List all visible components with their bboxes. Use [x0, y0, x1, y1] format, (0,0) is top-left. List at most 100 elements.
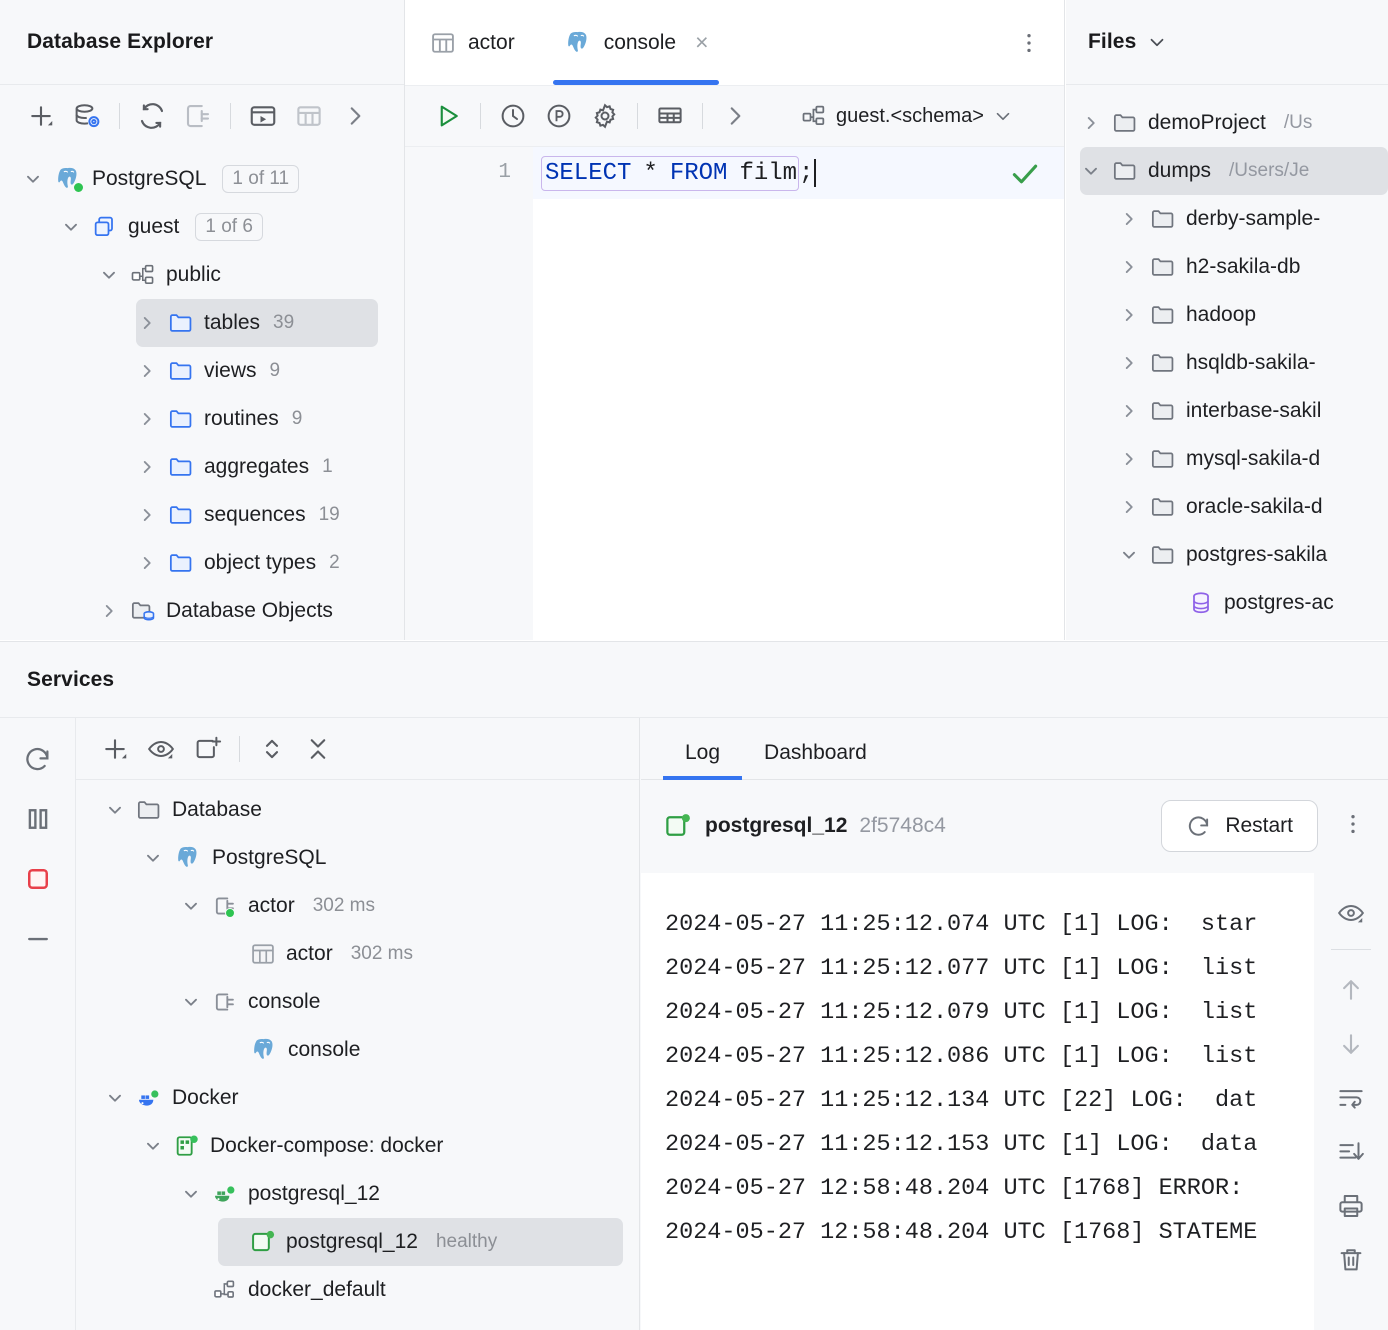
service-tree-row[interactable]: PostgreSQL: [142, 834, 623, 882]
file-tree-row[interactable]: mysql-sakila-d: [1118, 435, 1388, 483]
data-editor-button[interactable]: [647, 93, 693, 139]
restart-button[interactable]: Restart: [1161, 800, 1318, 852]
add-service-button[interactable]: [92, 726, 138, 772]
db-tree-row[interactable]: public: [98, 251, 378, 299]
file-tree-row[interactable]: dumps/Users/Je: [1080, 147, 1388, 195]
chevron-down-icon[interactable]: [98, 264, 120, 286]
chevron-down-icon[interactable]: [1146, 31, 1168, 53]
printer-icon[interactable]: [1327, 1182, 1375, 1230]
service-tree-row[interactable]: postgresql_12: [180, 1170, 623, 1218]
file-tree-row[interactable]: h2-sakila-db: [1118, 243, 1388, 291]
file-tree-row[interactable]: hsqldb-sakila-: [1118, 339, 1388, 387]
file-tree-row[interactable]: interbase-sakil: [1118, 387, 1388, 435]
scroll-down-button[interactable]: [1327, 1020, 1375, 1068]
chevron-down-icon[interactable]: [1080, 160, 1102, 182]
chevron-down-icon[interactable]: [180, 1183, 202, 1205]
file-tree-row[interactable]: derby-sample-: [1118, 195, 1388, 243]
service-tree-row[interactable]: Docker-compose: docker: [142, 1122, 623, 1170]
db-tree-row[interactable]: Database Objects: [98, 587, 378, 635]
minimize-button[interactable]: [15, 916, 61, 962]
jump-to-table-button[interactable]: [286, 93, 332, 139]
collapse-all-button[interactable]: [295, 726, 341, 772]
scroll-to-end-button[interactable]: [1327, 1128, 1375, 1176]
chevron-down-icon[interactable]: [104, 1087, 126, 1109]
chevron-down-icon[interactable]: [104, 799, 126, 821]
expand-collapse-button[interactable]: [249, 726, 295, 772]
log-kebab-menu-icon[interactable]: [1318, 811, 1366, 842]
chevron-right-icon[interactable]: [1118, 304, 1140, 326]
close-icon[interactable]: ×: [695, 29, 709, 55]
service-tree-row[interactable]: Docker: [104, 1074, 623, 1122]
data-source-properties-button[interactable]: [64, 93, 110, 139]
file-tree-row[interactable]: demoProject/Us: [1080, 99, 1388, 147]
chevron-right-icon[interactable]: [136, 552, 158, 574]
chevron-down-icon[interactable]: [142, 1135, 164, 1157]
file-tree-row[interactable]: postgres-sakila: [1118, 531, 1388, 579]
stop-square-icon[interactable]: [15, 856, 61, 902]
soft-wrap-eye-button[interactable]: [1327, 889, 1375, 937]
disconnect-plug-button[interactable]: [175, 93, 221, 139]
chevron-down-icon[interactable]: [22, 168, 44, 190]
refresh-button[interactable]: [129, 93, 175, 139]
chevron-down-icon[interactable]: [180, 991, 202, 1013]
tab-actor[interactable]: actor: [405, 0, 539, 85]
more-toolbar-button[interactable]: [332, 93, 378, 139]
log-output[interactable]: 2024-05-27 11:25:12.074 UTC [1] LOG: sta…: [641, 873, 1314, 1330]
file-tree-row[interactable]: postgres-ac: [1156, 579, 1388, 627]
tab-log[interactable]: Log: [663, 741, 743, 780]
history-button[interactable]: [490, 93, 536, 139]
open-console-button[interactable]: [240, 93, 286, 139]
check-ok-icon[interactable]: [1008, 157, 1042, 196]
chevron-right-icon[interactable]: [136, 456, 158, 478]
chevron-right-icon[interactable]: [1118, 448, 1140, 470]
file-tree-row[interactable]: hadoop: [1118, 291, 1388, 339]
chevron-right-icon[interactable]: [1118, 208, 1140, 230]
sql-editor[interactable]: 1 SELECT * FROM film ;: [405, 147, 1064, 640]
chevron-right-icon[interactable]: [136, 408, 158, 430]
gear-icon[interactable]: [582, 93, 628, 139]
service-tree-row[interactable]: console: [218, 1026, 623, 1074]
schema-selector[interactable]: guest.<schema>: [800, 102, 1014, 130]
chevron-right-icon[interactable]: [1080, 112, 1102, 134]
chevron-right-icon[interactable]: [1118, 352, 1140, 374]
chevron-down-icon[interactable]: [180, 895, 202, 917]
trash-icon[interactable]: [1327, 1236, 1375, 1284]
scroll-up-button[interactable]: [1327, 966, 1375, 1014]
service-tree-row[interactable]: docker_default: [180, 1266, 623, 1314]
chevron-right-icon[interactable]: [1118, 400, 1140, 422]
chevron-right-icon[interactable]: [136, 312, 158, 334]
chevron-right-icon[interactable]: [136, 360, 158, 382]
rerun-button[interactable]: [15, 736, 61, 782]
chevron-down-icon[interactable]: [1118, 544, 1140, 566]
tab-overflow-kebab-icon[interactable]: [994, 0, 1064, 85]
files-header[interactable]: Files: [1066, 0, 1388, 85]
chevron-right-icon[interactable]: [1118, 496, 1140, 518]
chevron-right-icon[interactable]: [98, 600, 120, 622]
file-tree-row[interactable]: oracle-sakila-d: [1118, 483, 1388, 531]
tab-dashboard[interactable]: Dashboard: [764, 741, 867, 764]
chevron-down-icon[interactable]: [142, 847, 164, 869]
tab-console[interactable]: console ×: [539, 0, 733, 85]
pause-button[interactable]: [15, 796, 61, 842]
chevron-right-icon[interactable]: [136, 504, 158, 526]
service-tree-row[interactable]: console: [180, 978, 623, 1026]
chevron-right-icon[interactable]: [1118, 256, 1140, 278]
chevron-down-icon[interactable]: [60, 216, 82, 238]
more-toolbar-button[interactable]: [712, 93, 758, 139]
add-data-source-button[interactable]: [18, 93, 64, 139]
parameters-button[interactable]: [536, 93, 582, 139]
new-tab-plus-icon[interactable]: [184, 726, 230, 772]
